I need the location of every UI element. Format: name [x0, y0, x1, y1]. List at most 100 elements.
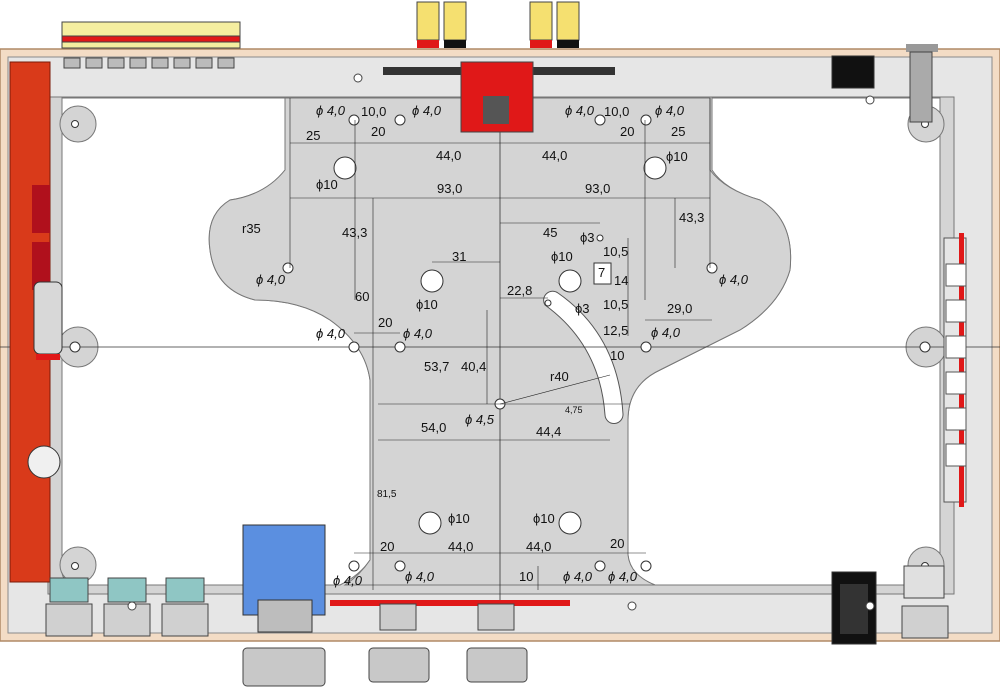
dim-20-br: 20 [610, 536, 624, 551]
screw-icon [127, 73, 875, 611]
svg-text:ϕ 4,0: ϕ 4,0 [403, 326, 433, 341]
phi-symbol: ϕ [405, 569, 412, 584]
dim-45: 45 [543, 225, 557, 240]
dim-phi3-slot: 3 [582, 301, 589, 316]
svg-text:ϕ 4,0: ϕ 4,0 [655, 103, 685, 118]
svg-text:ϕ 4,0: ϕ 4,0 [563, 569, 593, 584]
phi-symbol: ϕ [551, 249, 558, 264]
dim-10-bottom: 10 [519, 569, 533, 584]
dim-81-5: 81,5 [377, 489, 397, 500]
rca-jack-icon [63, 57, 235, 69]
dc-jack-icon [831, 44, 938, 123]
phi-symbol: ϕ [333, 573, 340, 588]
phi-symbol: ϕ [316, 103, 323, 118]
dim-25-left: 25 [306, 128, 320, 143]
dim-20-left: 20 [371, 124, 385, 139]
svg-text:ϕ 4,0: ϕ 4,0 [608, 569, 638, 584]
dim-phi4-midl: 4,0 [327, 326, 346, 341]
dim-20-right: 20 [620, 124, 634, 139]
dim-phi10-tl: 10 [323, 177, 337, 192]
dim-60: 60 [355, 289, 369, 304]
dim-20-bl: 20 [380, 539, 394, 554]
svg-text:ϕ10: ϕ10 [416, 297, 438, 312]
phi-symbol: ϕ [256, 272, 263, 287]
dim-31: 31 [452, 249, 466, 264]
knob-icon [242, 647, 528, 687]
dim-40-4: 40,4 [461, 359, 486, 374]
dim-phi10-tr: 10 [673, 149, 687, 164]
dim-phi4-br: 4,0 [574, 569, 593, 584]
svg-text:ϕ3: ϕ3 [575, 301, 590, 316]
dim-10-0-left: 10,0 [361, 104, 386, 119]
dim-29: 29,0 [667, 301, 692, 316]
phi-symbol: ϕ [533, 511, 540, 526]
dim-phi4-bl2: 4,0 [416, 569, 435, 584]
svg-text:ϕ10: ϕ10 [316, 177, 338, 192]
dim-44-br: 44,0 [526, 539, 551, 554]
dim-phi4-5: 4,5 [476, 412, 495, 427]
chassis-plate [47, 96, 955, 595]
dim-44-right: 44,0 [542, 148, 567, 163]
dim-44-4: 44,4 [536, 424, 561, 439]
svg-text:ϕ 4,0: ϕ 4,0 [719, 272, 749, 287]
dim-phi4-midr: 4,0 [662, 325, 681, 340]
dim-4-75: 4,75 [565, 405, 583, 415]
dim-phi4-br2: 4,0 [619, 569, 638, 584]
dim-phi4-left: 4,0 [267, 272, 286, 287]
svg-text:ϕ 4,0: ϕ 4,0 [412, 103, 442, 118]
svg-text:ϕ 4,5: ϕ 4,5 [465, 412, 495, 427]
dim-44-bl: 44,0 [448, 539, 473, 554]
dim-phi4-midl2: 4,0 [414, 326, 433, 341]
rca-jack-row [61, 21, 241, 69]
dim-25-right: 25 [671, 124, 685, 139]
phi-symbol: ϕ [403, 326, 410, 341]
phi-symbol: ϕ [416, 297, 423, 312]
phi-symbol: ϕ [412, 103, 419, 118]
dim-phi4-tr2: 4,0 [666, 103, 685, 118]
center-lines [0, 97, 1000, 600]
svg-text:ϕ 4,0: ϕ 4,0 [333, 573, 363, 588]
capacitor-icon [27, 445, 61, 479]
dim-44-left: 44,0 [436, 148, 461, 163]
svg-text:ϕ10: ϕ10 [666, 149, 688, 164]
dim-10-5-top: 10,5 [603, 244, 628, 259]
phi-symbol: ϕ [608, 569, 615, 584]
svg-text:ϕ3: ϕ3 [580, 230, 595, 245]
phi-symbol: ϕ [719, 272, 726, 287]
dim-phi10-br: 10 [540, 511, 554, 526]
dim-43-3-right: 43,3 [679, 210, 704, 225]
dim-10-5-bottom: 10,5 [603, 297, 628, 312]
dim-93-right: 93,0 [585, 181, 610, 196]
selector-bar [330, 600, 570, 631]
dim-phi10-mid: 10 [558, 249, 572, 264]
dim-53-7: 53,7 [424, 359, 449, 374]
dim-phi4-tl: 4,0 [327, 103, 346, 118]
phi-symbol: ϕ [651, 325, 658, 340]
phi-symbol: ϕ [448, 511, 455, 526]
arc-slot [543, 290, 624, 424]
dim-14: 14 [614, 273, 628, 288]
phi-symbol: ϕ [316, 177, 323, 192]
dim-phi4-tr: 4,0 [576, 103, 595, 118]
svg-text:ϕ 4,0: ϕ 4,0 [405, 569, 435, 584]
rect-slot [593, 262, 612, 285]
svg-text:ϕ 4,0: ϕ 4,0 [651, 325, 681, 340]
dimension-lines [289, 98, 712, 590]
potentiometer-icon [45, 577, 209, 637]
dim-r35: r35 [242, 221, 261, 236]
svg-text:ϕ 4,0: ϕ 4,0 [316, 103, 346, 118]
phi-symbol: ϕ [563, 569, 570, 584]
dim-phi4-right: 4,0 [730, 272, 749, 287]
left-pcb [9, 61, 63, 583]
dim-54: 54,0 [421, 420, 446, 435]
dim-43-3-left: 43,3 [342, 225, 367, 240]
phi-symbol: ϕ [580, 230, 587, 245]
phi-symbol: ϕ [666, 149, 673, 164]
phi-symbol: ϕ [565, 103, 572, 118]
svg-text:ϕ10: ϕ10 [551, 249, 573, 264]
transformer-icon [242, 524, 326, 633]
svg-text:ϕ 4,0: ϕ 4,0 [256, 272, 286, 287]
dim-phi4-tl2: 4,0 [423, 103, 442, 118]
svg-text:ϕ 4,0: ϕ 4,0 [565, 103, 595, 118]
